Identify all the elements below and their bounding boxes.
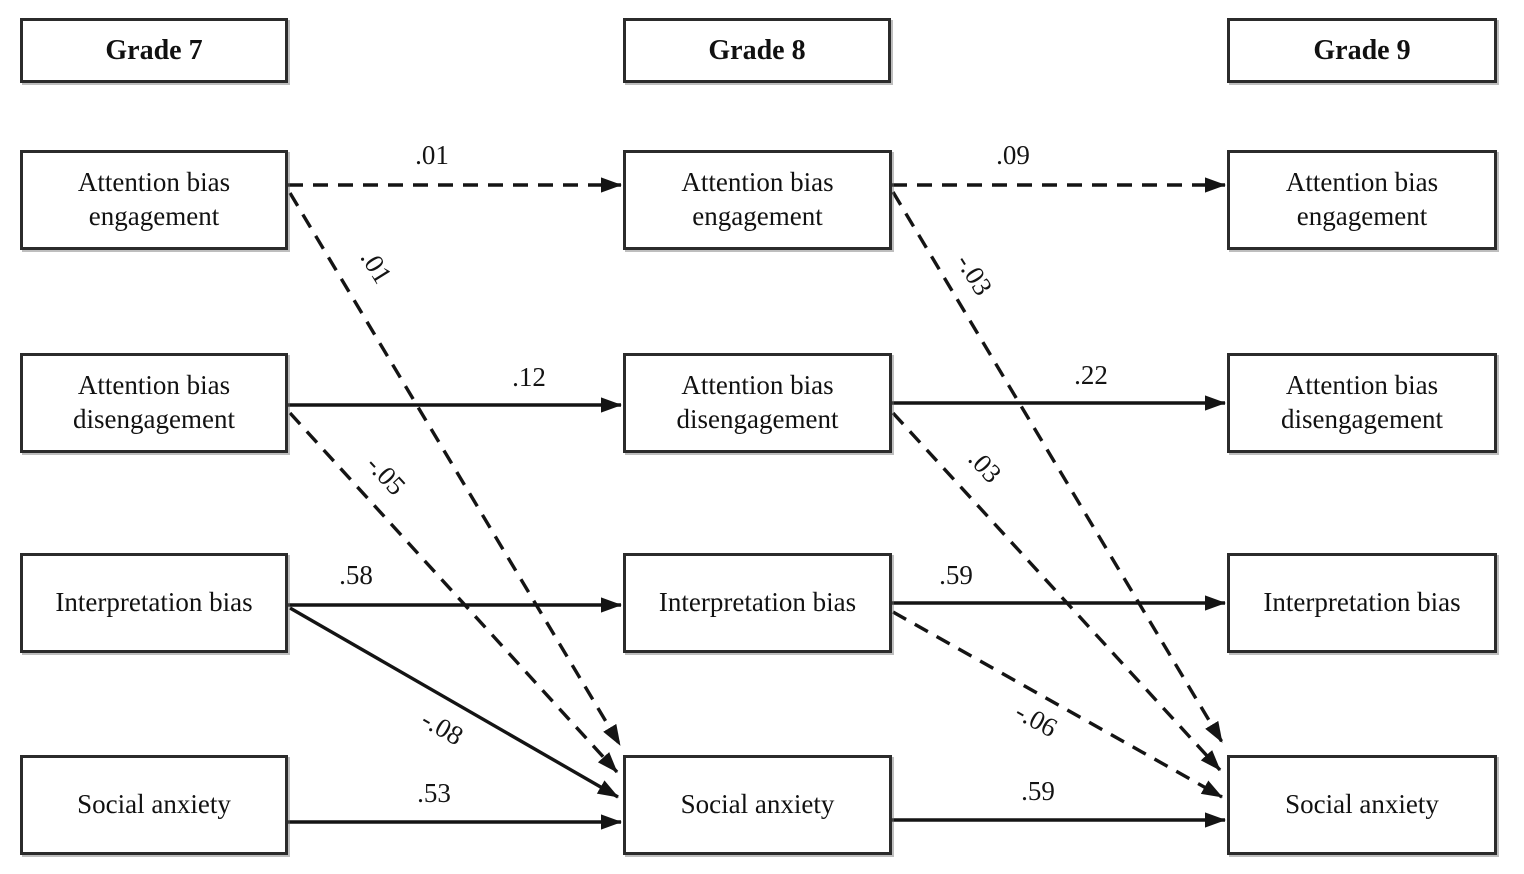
box-grade9-attention-bias-disengagement: Attention bias disengagement bbox=[1227, 353, 1497, 453]
path-coefficient: .01 bbox=[355, 244, 398, 289]
box-grade7-attention-bias-disengagement: Attention bias disengagement bbox=[20, 353, 288, 453]
box-label: Social anxiety bbox=[77, 789, 231, 820]
path-coefficient: .58 bbox=[339, 560, 373, 590]
box-label: Attention bias engagement bbox=[681, 167, 834, 231]
path-coefficient: .09 bbox=[996, 140, 1030, 170]
box-grade7-social-anxiety: Social anxiety bbox=[20, 755, 288, 855]
box-label: Attention bias engagement bbox=[1285, 167, 1439, 231]
box-grade7-attention-bias-engagement: Attention bias engagement bbox=[20, 150, 288, 250]
path-grade-7-attention-bias-disengagement-to-grade-8-social-anxiety bbox=[288, 411, 619, 774]
path-grade-8-attention-bias-engagement-to-grade-9-social-anxiety bbox=[891, 191, 1224, 743]
box-label: Attention bias disengagement bbox=[676, 370, 839, 434]
path-coefficient: .03 bbox=[963, 444, 1008, 489]
path-coefficient: .59 bbox=[1021, 776, 1055, 806]
box-label: Attention bias disengagement bbox=[73, 370, 235, 434]
path-grade-8-attention-bias-disengagement-to-grade-9-social-anxiety bbox=[891, 411, 1222, 772]
path-grade-7-attention-bias-engagement-to-grade-8-social-anxiety bbox=[288, 192, 622, 746]
box-label: Attention bias engagement bbox=[77, 167, 231, 231]
path-coefficient: -.03 bbox=[950, 248, 998, 300]
box-label: Attention bias disengagement bbox=[1281, 370, 1443, 434]
box-grade9-attention-bias-engagement: Attention bias engagement bbox=[1227, 150, 1497, 250]
box-grade8-interpretation-bias: Interpretation bias bbox=[623, 553, 892, 653]
path-coefficient: .12 bbox=[512, 362, 546, 392]
box-label: Interpretation bias bbox=[1263, 587, 1461, 618]
path-coefficient: .59 bbox=[939, 560, 973, 590]
box-label: Social anxiety bbox=[1285, 789, 1439, 820]
path-grade-7-interpretation-bias-to-grade-8-social-anxiety bbox=[289, 606, 619, 799]
box-label: Interpretation bias bbox=[658, 587, 857, 618]
box-grade9-interpretation-bias: Interpretation bias bbox=[1227, 553, 1497, 653]
grade-8-header-label: Grade 8 bbox=[708, 34, 806, 66]
box-grade8-social-anxiety: Social anxiety bbox=[623, 755, 892, 855]
grade-7-header-box: Grade 7 bbox=[20, 18, 288, 83]
path-coefficient: -.08 bbox=[416, 704, 468, 751]
path-coefficient: -.05 bbox=[360, 449, 411, 501]
grade-9-header-box: Grade 9 bbox=[1227, 18, 1497, 83]
path-coefficient: .22 bbox=[1074, 360, 1108, 390]
path-grade-8-interpretation-bias-to-grade-9-social-anxiety bbox=[892, 610, 1223, 799]
grade-7-header-label: Grade 7 bbox=[105, 34, 203, 66]
grade-8-header-box: Grade 8 bbox=[623, 18, 891, 83]
box-grade9-social-anxiety: Social anxiety bbox=[1227, 755, 1497, 855]
box-label: Social anxiety bbox=[680, 789, 835, 820]
box-label: Interpretation bias bbox=[55, 587, 253, 618]
box-grade8-attention-bias-engagement: Attention bias engagement bbox=[623, 150, 892, 250]
grade-9-header-label: Grade 9 bbox=[1313, 34, 1411, 66]
path-coefficient: .53 bbox=[417, 778, 451, 808]
box-grade8-attention-bias-disengagement: Attention bias disengagement bbox=[623, 353, 892, 453]
box-grade7-interpretation-bias: Interpretation bias bbox=[20, 553, 288, 653]
path-coefficient: .01 bbox=[415, 140, 449, 170]
